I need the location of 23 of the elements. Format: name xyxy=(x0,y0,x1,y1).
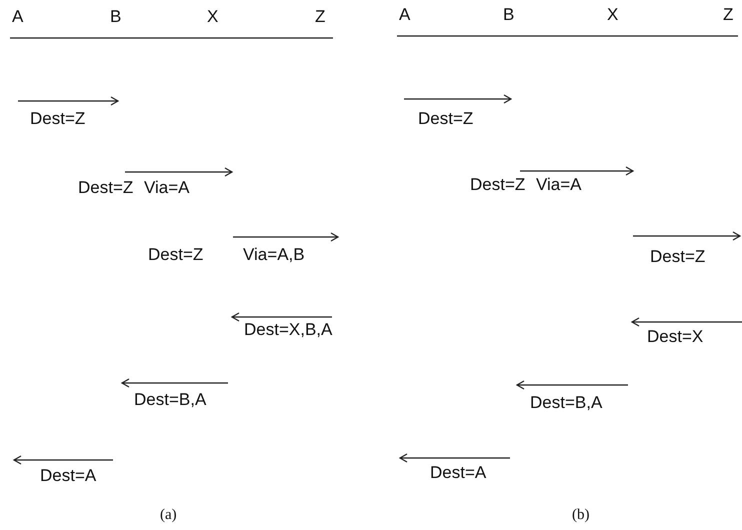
message-label: Dest=B,A xyxy=(530,394,602,411)
message-label: Dest=A xyxy=(40,467,96,484)
message-label: Dest=Z xyxy=(418,110,474,127)
message-label: Dest=X,B,A xyxy=(244,321,332,338)
node-name: Z xyxy=(315,8,326,25)
node-name: A xyxy=(12,8,24,25)
node-name: B xyxy=(110,8,122,25)
message-label: Dest=Z xyxy=(148,246,204,263)
message-label: Dest=Z xyxy=(30,110,86,127)
message-label: Via=A,B xyxy=(243,246,305,263)
node-name: B xyxy=(503,6,514,23)
node-name: X xyxy=(207,8,218,25)
message-label: Dest=A xyxy=(430,464,486,481)
message-label: Dest=Z xyxy=(650,248,706,265)
message-label: Dest=X xyxy=(647,328,704,345)
panel-caption: (a) xyxy=(160,508,177,523)
panel-caption: (b) xyxy=(572,508,590,523)
message-label: Dest=B,A xyxy=(134,391,206,408)
node-name: A xyxy=(399,6,410,23)
node-name: Z xyxy=(723,6,734,23)
message-label: Dest=Z Via=A xyxy=(470,176,582,193)
node-name: X xyxy=(607,6,618,23)
message-label: Dest=Z Via=A xyxy=(78,179,190,196)
